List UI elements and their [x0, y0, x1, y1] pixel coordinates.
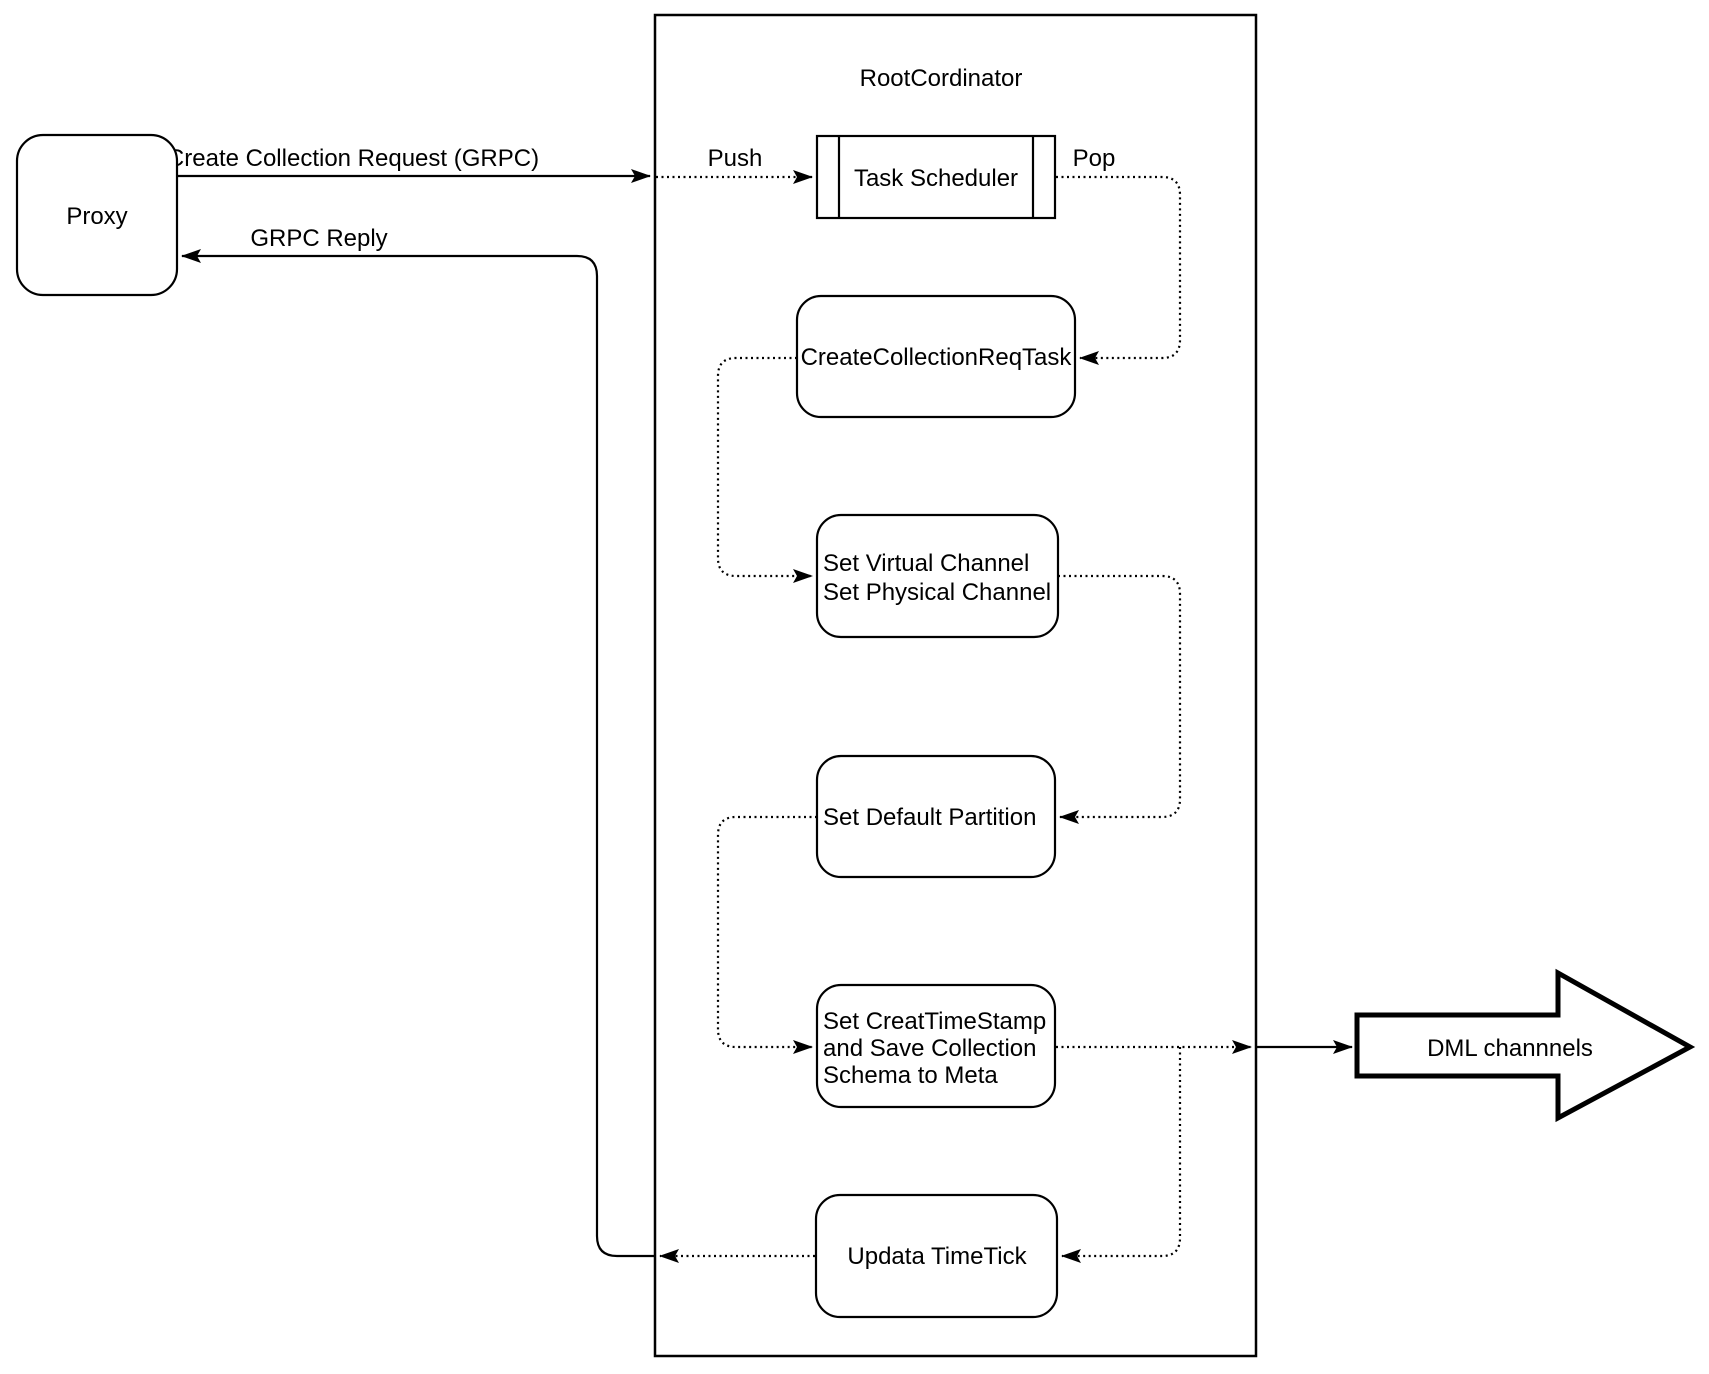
update-timetick-label: Updata TimeTick: [847, 1243, 1027, 1270]
set-default-partition-label: Set Default Partition: [823, 804, 1036, 831]
set-channels-node: Set Virtual Channel Set Physical Channel: [815, 513, 1060, 639]
dml-channels-arrow-shape: [1354, 968, 1696, 1123]
rootcordinator-border: [653, 13, 1258, 1358]
edge-channels-to-partition: [1058, 574, 1182, 824]
task-scheduler-node: Task Scheduler: [815, 134, 1057, 220]
task-scheduler-label: Task Scheduler: [854, 165, 1018, 192]
dml-channels-label: DML channnels: [1427, 1035, 1593, 1062]
proxy-label: Proxy: [66, 203, 127, 230]
set-channels-line2: Set Physical Channel: [823, 579, 1051, 606]
set-create-timestamp-line3: Schema to Meta: [823, 1062, 998, 1089]
edge-grpc-reply: [181, 249, 655, 1258]
proxy-node: Proxy: [15, 133, 179, 297]
edge-label-grpc-reply: GRPC Reply: [250, 225, 387, 252]
create-collection-req-task-label: CreateCollectionReqTask: [801, 344, 1073, 371]
dml-channels-node: DML channnels: [1354, 968, 1696, 1123]
edge-label-push: Push: [708, 145, 763, 172]
edge-label-create-collection-request: Create Collection Request (GRPC): [167, 145, 539, 172]
set-create-timestamp-node: Set CreatTimeStamp and Save Collection S…: [815, 983, 1057, 1109]
set-default-partition-node: Set Default Partition: [815, 754, 1057, 879]
edge-partition-to-timestamp: [716, 815, 817, 1054]
set-create-timestamp-line2: and Save Collection: [823, 1035, 1036, 1062]
update-timetick-node: Updata TimeTick: [814, 1193, 1059, 1319]
set-create-timestamp-line1: Set CreatTimeStamp: [823, 1008, 1046, 1035]
create-collection-req-task-node: CreateCollectionReqTask: [795, 294, 1077, 419]
rootcordinator-title: RootCordinator: [860, 65, 1023, 92]
set-channels-line1: Set Virtual Channel: [823, 550, 1029, 577]
edge-label-pop: Pop: [1073, 145, 1116, 172]
rootcordinator-container: RootCordinator: [653, 13, 1258, 1358]
